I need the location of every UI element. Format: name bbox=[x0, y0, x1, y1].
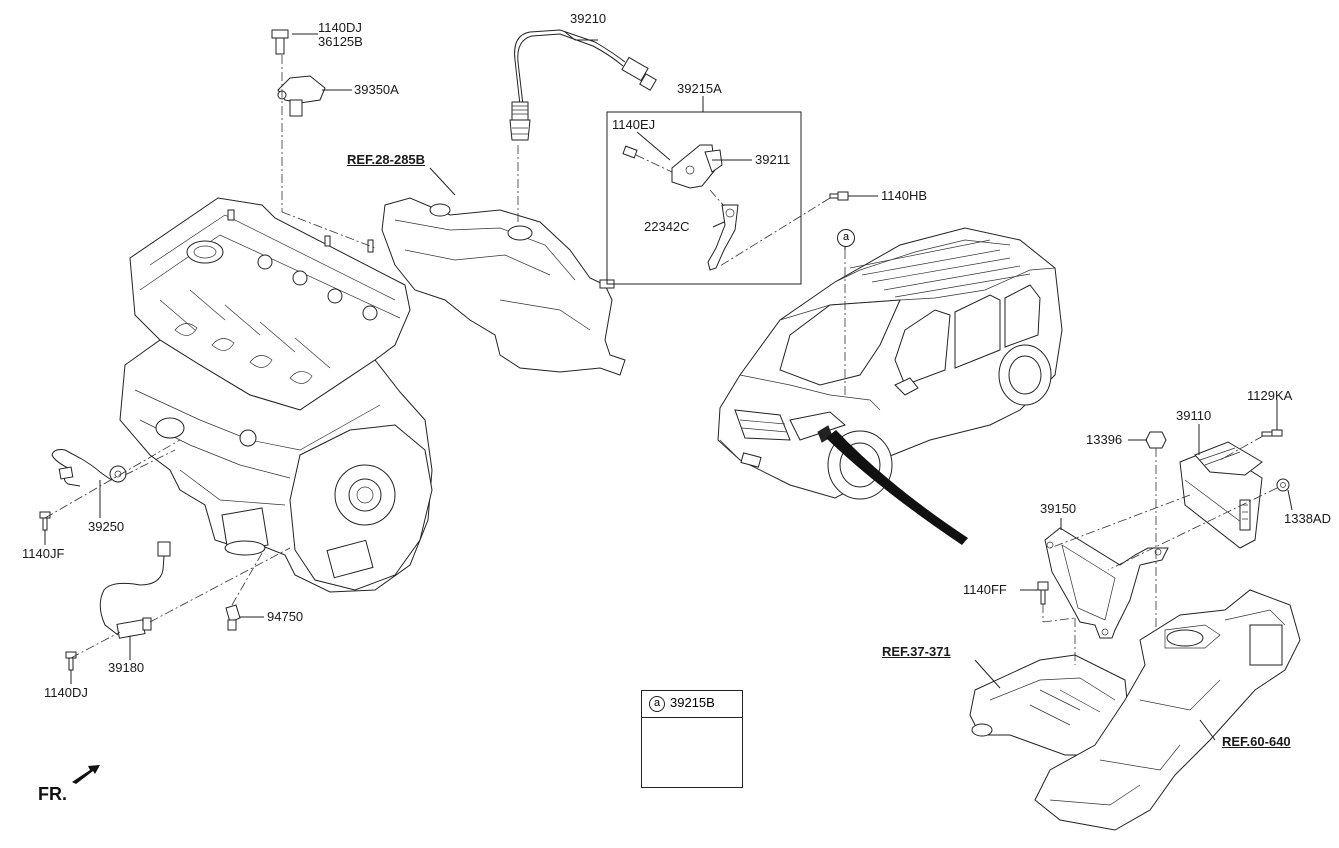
part-label-39350A: 39350A bbox=[354, 82, 399, 97]
exhaust-manifold bbox=[381, 197, 626, 376]
part-label-1140EJ: 1140EJ bbox=[612, 117, 656, 132]
crank-position-sensor bbox=[65, 541, 171, 671]
ref-label-37-371: REF.37-371 bbox=[882, 644, 951, 659]
front-body-panel bbox=[1034, 589, 1301, 831]
front-direction-arrow bbox=[72, 765, 100, 784]
part-label-22342C: 22342C bbox=[644, 219, 690, 234]
part-label-39250: 39250 bbox=[88, 519, 125, 534]
part-label-1140JF: 1140JF bbox=[22, 546, 65, 561]
vehicle-illustration bbox=[717, 227, 1063, 500]
part-label-39150: 39150 bbox=[1040, 501, 1077, 516]
cam-position-sensor bbox=[271, 29, 326, 117]
part-label-39210: 39210 bbox=[570, 11, 607, 26]
legend-header: a 39215B bbox=[642, 691, 742, 718]
knock-sensor bbox=[39, 449, 127, 531]
part-label-39110: 39110 bbox=[1176, 408, 1212, 423]
part-label-1140DJ-bottom: 1140DJ bbox=[44, 685, 88, 700]
location-arrow bbox=[826, 430, 968, 545]
legend-part-number: 39215B bbox=[670, 695, 715, 710]
ecu-module bbox=[1179, 441, 1263, 549]
legend-marker: a bbox=[649, 696, 665, 712]
part-label-36125B: 36125B bbox=[318, 34, 363, 49]
oil-pressure-switch bbox=[225, 604, 241, 631]
part-label-1129KA: 1129KA bbox=[1247, 388, 1293, 403]
part-label-1140DJ-top: 1140DJ bbox=[318, 20, 362, 35]
ref-label-28-285B: REF.28-285B bbox=[347, 152, 426, 167]
legend-box: a 39215B bbox=[641, 690, 743, 788]
bolt-1129KA bbox=[1261, 429, 1283, 437]
engine-assembly bbox=[119, 197, 433, 593]
callout-marker-a: a bbox=[837, 229, 855, 247]
nut-13396 bbox=[1145, 431, 1167, 449]
front-label: FR. bbox=[38, 784, 67, 804]
part-label-1140FF: 1140FF bbox=[963, 582, 1007, 597]
part-label-39211: 39211 bbox=[755, 152, 791, 167]
part-label-39180: 39180 bbox=[108, 660, 145, 675]
part-label-1338AD: 1338AD bbox=[1284, 511, 1331, 526]
leader-lines bbox=[44, 31, 1293, 741]
sensor-bracket bbox=[606, 111, 802, 285]
part-label-1140HB: 1140HB bbox=[881, 188, 928, 203]
assembly-lines bbox=[44, 55, 1278, 665]
part-label-39215A: 39215A bbox=[677, 81, 722, 96]
ref-label-60-640: REF.60-640 bbox=[1222, 734, 1291, 749]
part-label-94750: 94750 bbox=[267, 609, 304, 624]
part-label-13396: 13396 bbox=[1086, 432, 1123, 447]
nut-1338AD bbox=[1276, 478, 1290, 492]
oxygen-sensor bbox=[509, 29, 657, 141]
ecu-bracket bbox=[1037, 527, 1169, 639]
bolt-1140HB bbox=[829, 191, 849, 201]
battery-tray bbox=[969, 654, 1131, 756]
